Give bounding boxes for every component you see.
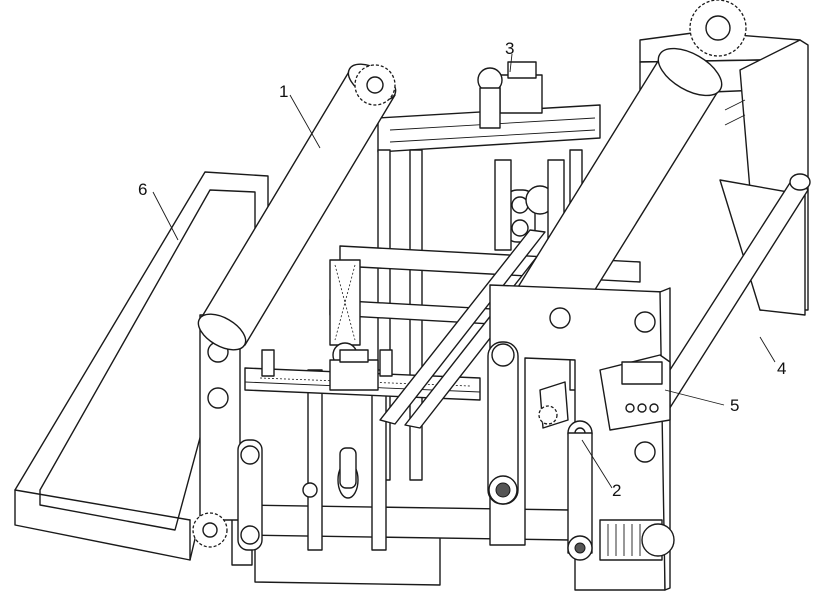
callout-3: 3 xyxy=(505,39,514,58)
center-chain-drive xyxy=(494,159,565,251)
callout-labels: 1 2 3 4 5 6 xyxy=(138,39,786,500)
left-upright xyxy=(199,314,241,521)
portal-belt xyxy=(487,341,519,505)
bottom-motor xyxy=(567,519,675,561)
left-roller-gear xyxy=(354,64,396,106)
portal-gearbox xyxy=(538,381,569,429)
callout-5: 5 xyxy=(730,396,739,415)
top-motor xyxy=(477,61,543,129)
lower-chain-drive xyxy=(302,447,359,499)
callout-2: 2 xyxy=(612,481,621,500)
callout-6: 6 xyxy=(138,180,147,199)
left-bottom-gear xyxy=(192,439,263,551)
callout-4: 4 xyxy=(777,359,786,378)
front-carriage xyxy=(261,349,393,391)
control-box xyxy=(599,354,671,431)
callout-1: 1 xyxy=(279,82,288,101)
leader-lines xyxy=(152,53,776,489)
drive-pulley xyxy=(567,420,593,554)
